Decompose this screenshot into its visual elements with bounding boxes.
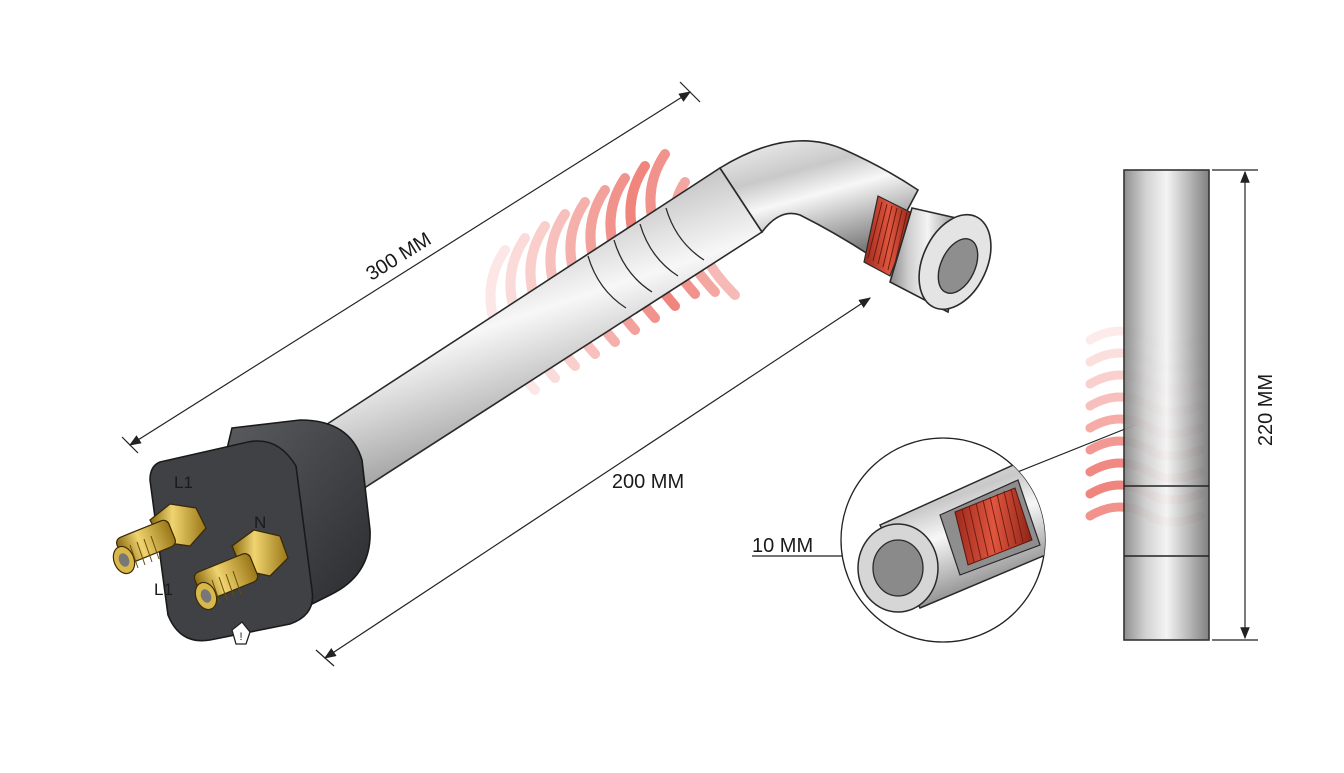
detail-view: 10 MM [752, 424, 1136, 643]
end-fitting [889, 207, 992, 314]
dimension-200: 200 MM [315, 297, 872, 667]
dimension-10-label: 10 MM [752, 535, 813, 557]
dimension-220-label: 220 MM [1255, 374, 1277, 446]
vertical-tube [1123, 169, 1210, 641]
dimension-200-label: 200 MM [612, 471, 684, 493]
warning-icon: ! [231, 621, 251, 645]
dimension-220: 220 MM [1212, 169, 1277, 641]
terminal-label-bottom: L1 [154, 580, 173, 599]
terminal-n [193, 529, 289, 611]
terminal-label-right: N [254, 513, 266, 532]
terminal-label-top: L1 [174, 473, 193, 492]
terminal-l1 [112, 503, 207, 575]
terminal-head: L1 N L1 [112, 419, 371, 642]
dimension-300-label: 300 MM [362, 228, 435, 285]
heating-tube [316, 140, 992, 496]
warning-symbol: ! [239, 631, 242, 643]
